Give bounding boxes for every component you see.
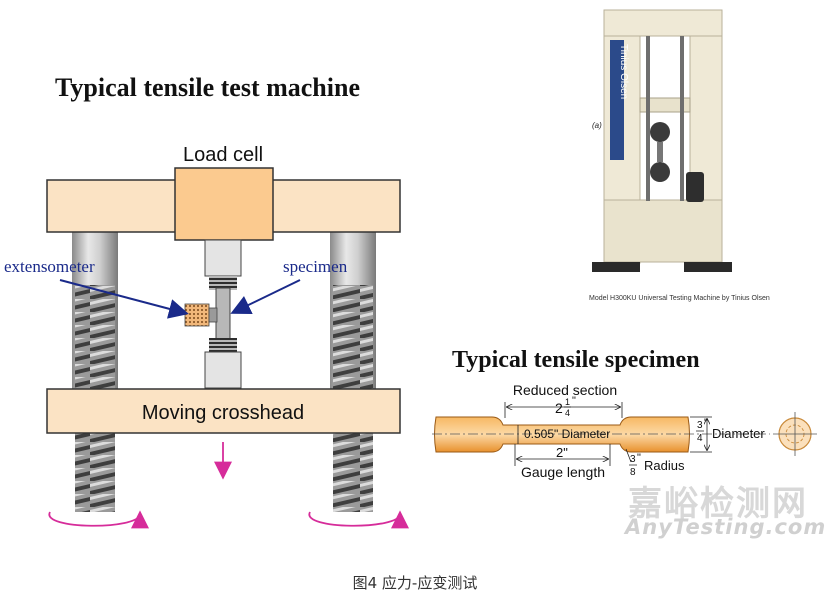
tensile-specimen-drawing: Reduced section 2 1 4 " 0.505" Diameter … — [432, 382, 817, 480]
reduced-length-whole: 2 — [555, 400, 563, 416]
lower-grip-teeth — [209, 338, 237, 352]
photo-brand-text: Tinius Olsen — [618, 44, 629, 99]
upper-grip-block — [204, 239, 242, 277]
photo-base — [603, 199, 723, 263]
upper-grip-teeth — [209, 276, 237, 290]
lower-grip-block — [204, 351, 242, 389]
photo-lower-grip — [650, 162, 670, 182]
specimen-bar — [215, 287, 231, 341]
end-diameter-inch: " — [704, 417, 708, 429]
testing-machine-photo: Tinius Olsen (a) Model H300KU Universal … — [589, 9, 770, 302]
reduced-section-label: Reduced section — [513, 382, 617, 398]
photo-rod-right — [680, 36, 684, 201]
specimen-label: specimen — [283, 257, 348, 276]
right-screw-rotation-arrow — [308, 510, 409, 529]
photo-caption: Model H300KU Universal Testing Machine b… — [589, 295, 770, 302]
photo-panel-label: (a) — [592, 121, 602, 130]
left-screw-rotation-arrow — [48, 510, 149, 529]
specimen-diagram-title: Typical tensile specimen — [452, 347, 700, 373]
extensometer-clip — [208, 307, 218, 323]
photo-specimen — [657, 142, 663, 162]
reduced-length-denominator: 4 — [565, 408, 570, 418]
watermark-english: AnyTesting.com — [625, 515, 827, 539]
photo-upper-grip — [650, 122, 670, 142]
specimen-arrow — [230, 279, 301, 315]
end-diameter-label: Diameter — [712, 426, 765, 441]
gauge-value: 2" — [556, 445, 568, 460]
right-lead-screw-upper — [333, 285, 373, 390]
extensometer-label: extensometer — [4, 257, 95, 276]
photo-rod-left — [646, 36, 650, 201]
figure-caption: 图4 应力-应变测试 — [352, 574, 478, 592]
extensometer-arrow — [59, 279, 189, 319]
load-cell — [174, 167, 274, 241]
photo-controller — [686, 172, 704, 202]
specimen-body — [434, 416, 690, 453]
extensometer-body — [184, 303, 210, 327]
end-diameter-denominator: 4 — [697, 433, 703, 444]
radius-leader — [625, 448, 632, 463]
radius-inch: " — [637, 452, 641, 464]
machine-diagram-title: Typical tensile test machine — [55, 73, 360, 102]
photo-crosshead — [639, 97, 691, 113]
photo-brand-strip — [610, 40, 624, 160]
tensile-machine-schematic: Load cell Moving crosshead extensometer … — [4, 144, 409, 529]
radius-denominator: 8 — [630, 467, 636, 478]
load-cell-label: Load cell — [183, 144, 263, 166]
photo-top-beam — [603, 9, 723, 37]
reduced-length-inch: " — [572, 395, 576, 407]
photo-left-foot — [592, 262, 640, 272]
gauge-length-label: Gauge length — [521, 464, 605, 480]
reduced-length-numerator: 1 — [565, 397, 570, 407]
crosshead-label: Moving crosshead — [142, 402, 304, 424]
watermark-chinese: 嘉峪检测网 — [628, 484, 808, 524]
end-diameter-numerator: 3 — [697, 420, 703, 431]
radius-numerator: 3 — [630, 454, 636, 465]
left-lead-screw-lower — [75, 432, 115, 512]
center-diameter-label: 0.505" Diameter — [524, 427, 610, 441]
right-lead-screw-lower — [333, 432, 373, 512]
photo-right-foot — [684, 262, 732, 272]
moving-crosshead — [46, 388, 401, 434]
left-lead-screw-upper — [75, 285, 115, 390]
radius-label: Radius — [644, 458, 685, 473]
